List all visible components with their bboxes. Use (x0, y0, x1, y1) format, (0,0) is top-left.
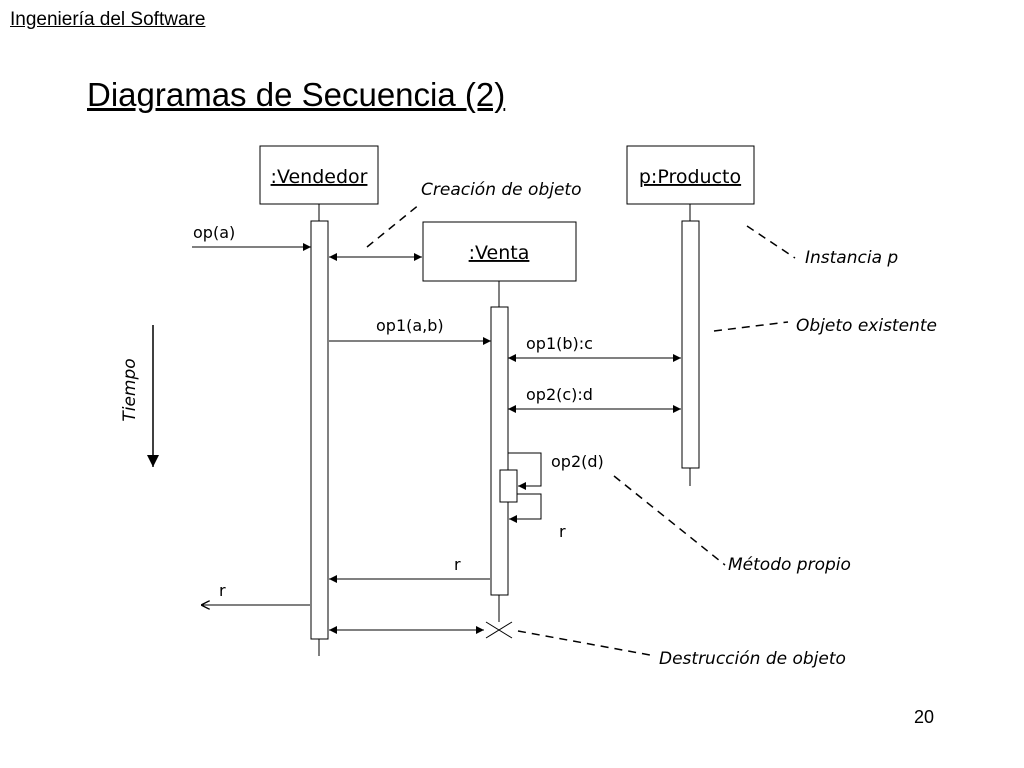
activation-venta-nested (499, 469, 518, 503)
own-method-leader (613, 475, 726, 566)
self-return-arrow (509, 493, 542, 523)
message-op-a-label: op(a) (193, 223, 235, 242)
instance-leader (746, 225, 796, 259)
object-vendedor: :Vendedor (259, 145, 379, 205)
return-out-label: r (219, 581, 226, 600)
activation-venta (490, 306, 509, 596)
activation-vendedor (310, 220, 329, 640)
time-label: Tiempo (120, 358, 140, 421)
object-producto-label: p:Producto (639, 166, 741, 188)
existing-leader (713, 321, 789, 332)
destruction-annotation: Destrucción de objeto (659, 649, 846, 669)
object-producto: p:Producto (626, 145, 755, 205)
message-op1-ab-label: op1(a,b) (376, 316, 444, 335)
self-call-op2-d-label: op2(d) (551, 452, 604, 471)
page-number: 20 (914, 707, 935, 727)
instance-annotation: Instancia p (805, 248, 898, 268)
course-title: Ingeniería del Software (10, 9, 206, 30)
creation-leader (366, 203, 421, 248)
object-venta: :Venta (422, 221, 577, 282)
self-call-op2-d-arrow (508, 452, 542, 490)
existing-annotation: Objeto existente (796, 316, 937, 336)
destruction-x-icon (485, 621, 513, 639)
object-venta-label: :Venta (469, 242, 530, 264)
destruction-leader (517, 630, 651, 656)
object-vendedor-label: :Vendedor (271, 166, 368, 188)
return-to-vendedor-label: r (454, 555, 461, 574)
activation-producto (681, 220, 700, 469)
message-op2-c-d-label: op2(c):d (526, 385, 593, 404)
self-return-label: r (559, 522, 566, 541)
creation-annotation: Creación de objeto (421, 180, 581, 200)
slide-title: Diagramas de Secuencia (2) (87, 76, 506, 113)
message-op1-b-c-label: op1(b):c (526, 334, 593, 353)
own-method-annotation: Método propio (728, 555, 851, 575)
